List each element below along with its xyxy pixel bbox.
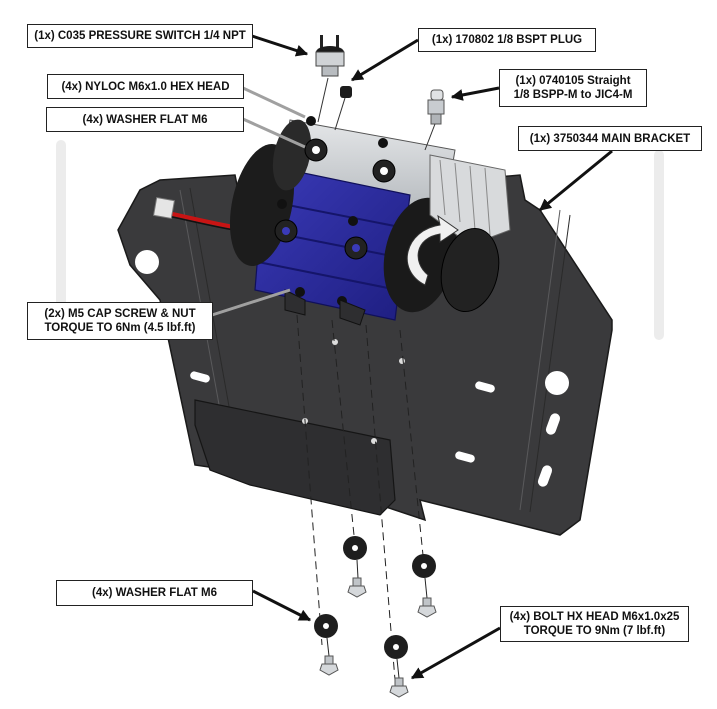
callout-washer-top: (4x) WASHER FLAT M6 xyxy=(46,107,244,132)
leader-straight-fitting xyxy=(450,86,500,101)
slot xyxy=(190,371,210,383)
bspt-plug-part xyxy=(334,86,352,131)
slot xyxy=(455,451,475,463)
callout-washer-bottom: (4x) WASHER FLAT M6 xyxy=(56,580,253,606)
callout-text: 1/8 BSPP-M to JIC4-M xyxy=(513,89,633,101)
callout-text: (1x) 170802 1/8 BSPT PLUG xyxy=(431,34,583,46)
washer xyxy=(384,635,408,659)
compressor xyxy=(229,116,511,326)
callout-text: (4x) NYLOC M6x1.0 HEX HEAD xyxy=(61,80,230,93)
bolt xyxy=(347,577,367,598)
pump-fan xyxy=(440,228,500,312)
slot xyxy=(123,345,139,367)
callout-bolt: (4x) BOLT HX HEAD M6x1.0x25 TORQUE TO 9N… xyxy=(500,606,689,642)
rotation-arrow-icon xyxy=(406,214,459,286)
leader-bolt xyxy=(410,626,501,680)
mount-hole xyxy=(135,250,159,274)
leader-bspt-plug xyxy=(350,38,419,82)
callout-text: (4x) WASHER FLAT M6 xyxy=(82,113,208,126)
slot xyxy=(537,465,553,487)
background-band-right xyxy=(654,150,664,340)
background-band-left xyxy=(56,140,66,340)
callout-text: (4x) BOLT HX HEAD M6x1.0x25 xyxy=(509,611,680,623)
callout-text: (2x) M5 CAP SCREW & NUT xyxy=(44,308,196,320)
lower-fasteners xyxy=(314,536,437,698)
washer xyxy=(343,536,367,560)
callout-text: TORQUE TO 9Nm (7 lbf.ft) xyxy=(523,625,666,637)
leader-washer-top xyxy=(242,117,306,149)
motor-washers xyxy=(274,116,396,306)
leader-washer-bottom xyxy=(252,589,312,622)
callout-text: (4x) WASHER FLAT M6 xyxy=(91,587,217,599)
mount-hole xyxy=(545,371,569,395)
leader-nyloc xyxy=(242,86,306,119)
leader-main-bracket xyxy=(539,149,613,212)
wire-connector xyxy=(152,196,176,220)
bolt xyxy=(417,597,437,618)
callout-straight-fitting: (1x) 0740105 Straight 1/8 BSPP-M to JIC4… xyxy=(499,69,647,107)
straight-fitting-part xyxy=(424,89,445,151)
dashed-assembly-lines xyxy=(296,314,425,681)
bolt xyxy=(389,677,409,698)
slot xyxy=(545,413,561,435)
callout-cap-screw: (2x) M5 CAP SCREW & NUT TORQUE TO 6Nm (4… xyxy=(27,302,213,340)
callout-bspt-plug: (1x) 170802 1/8 BSPT PLUG xyxy=(418,28,596,52)
washer xyxy=(314,614,338,638)
leader-cap-screw xyxy=(211,288,291,317)
leader-pressure-switch xyxy=(251,34,309,57)
callout-text: TORQUE TO 6Nm (4.5 lbf.ft) xyxy=(44,322,196,334)
callout-text: (1x) 0740105 Straight xyxy=(515,75,631,87)
callout-text: (1x) 3750344 MAIN BRACKET xyxy=(529,132,691,145)
washer xyxy=(412,554,436,578)
callout-nyloc-nut: (4x) NYLOC M6x1.0 HEX HEAD xyxy=(47,74,244,99)
pressure-switch-part xyxy=(315,35,345,123)
callout-main-bracket: (1x) 3750344 MAIN BRACKET xyxy=(518,126,702,151)
callout-pressure-switch: (1x) C035 PRESSURE SWITCH 1/4 NPT xyxy=(27,24,253,48)
callout-text: (1x) C035 PRESSURE SWITCH 1/4 NPT xyxy=(34,30,246,42)
leader-lines xyxy=(211,34,613,680)
bracket-front-lip xyxy=(194,399,396,516)
bolt xyxy=(319,655,339,676)
slot xyxy=(475,381,495,393)
